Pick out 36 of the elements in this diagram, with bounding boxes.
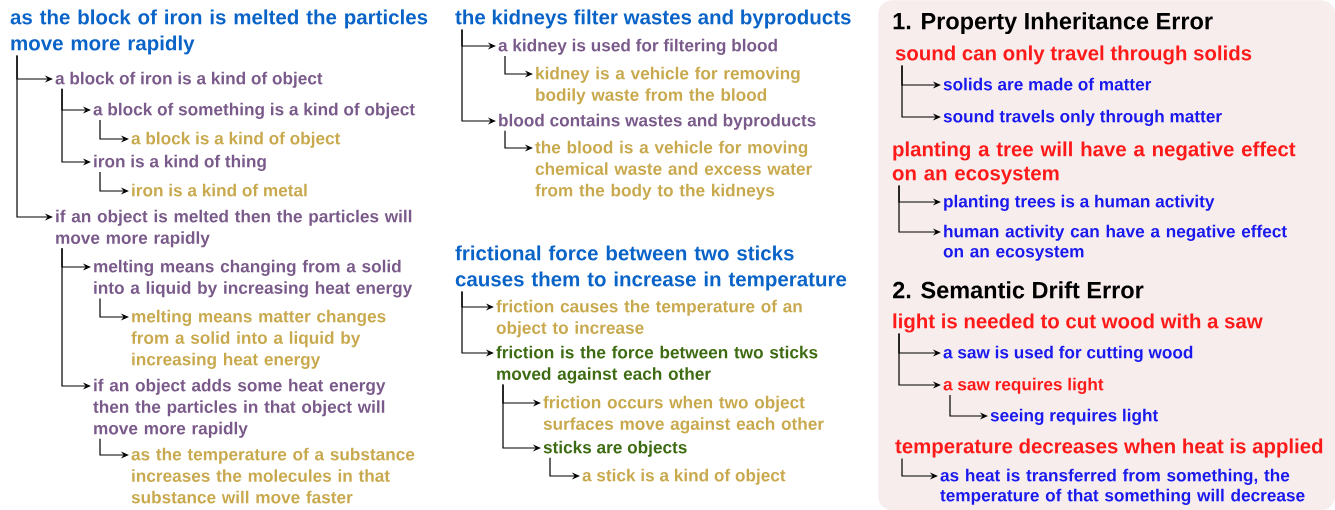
fact-text: iron is a kind of thing [94,154,266,171]
fact-text: solids are made of matter [943,77,1152,91]
fact-text: a stick is a kind of object [582,468,786,485]
fact-text: a kidney is used for filtering blood [498,38,777,55]
fact-text: a saw is used for cutting wood [943,345,1193,362]
fact-text: sticks are objects [543,440,687,457]
section-heading: 2. Semantic Drift Error [893,281,1144,299]
fact-text: blood contains wastes and byproducts [499,113,816,130]
claim-text: sound can only travel through solids [895,45,1252,65]
fact-text: as heat is transferred from something, the temperature of that something will decrease [940,468,1305,505]
fact-text: the blood is a vehicle for moving chemical waste and excess water from the body to the kidneys [535,140,812,200]
fact-text: friction occurs when two object surfaces move against each other [543,395,824,434]
fact-text: a block of iron is a kind of object [55,71,323,88]
fact-text: as the temperature of a substance increases the molecules in that substance will move faster [131,447,415,504]
fact-text: sound travels only through matter [943,109,1222,126]
claim-text: planting a tree will have a negative effect on an ecosystem [892,141,1296,185]
fact-text: if an object adds some heat energy then the particles in that object will move more rapidly [93,378,386,438]
fact-text: if an object is melted then the particles will move more rapidly [56,209,412,248]
fact-text: seeing requires light [990,408,1158,425]
fact-text: melting means matter changes from a solid into a liquid by increasing heat energy [131,309,386,369]
fact-text: planting trees is a human activity [944,194,1215,211]
claim-text: the kidneys filter wastes and byproducts [455,9,851,29]
fact-text: melting means changing from a solid into a liquid by increasing heat energy [94,259,413,298]
fact-text: a saw requires light [943,377,1104,394]
claim-text: temperature decreases when heat is applied [895,438,1323,458]
fact-text: a block of something is a kind of object [93,102,415,119]
fact-text: a block is a kind of object [131,131,341,148]
claim-text: frictional force between two sticks causes them to increase in temperature [455,245,847,291]
fact-text: iron is a kind of metal [132,183,307,197]
fact-text: kidney is a vehicle for removing bodily waste from the blood [536,66,800,105]
fact-text: human activity can have a negative effect on an ecosystem [943,224,1287,261]
claim-text: as the block of iron is melted the particles move more rapidly [10,9,428,55]
fact-text: friction causes the temperature of an object to increase [496,299,802,338]
fact-text: friction is the force between two sticks moved against each other [496,345,818,384]
claim-text: light is needed to cut wood with a saw [893,313,1263,333]
section-heading: 1. Property Inheritance Error [893,12,1213,35]
